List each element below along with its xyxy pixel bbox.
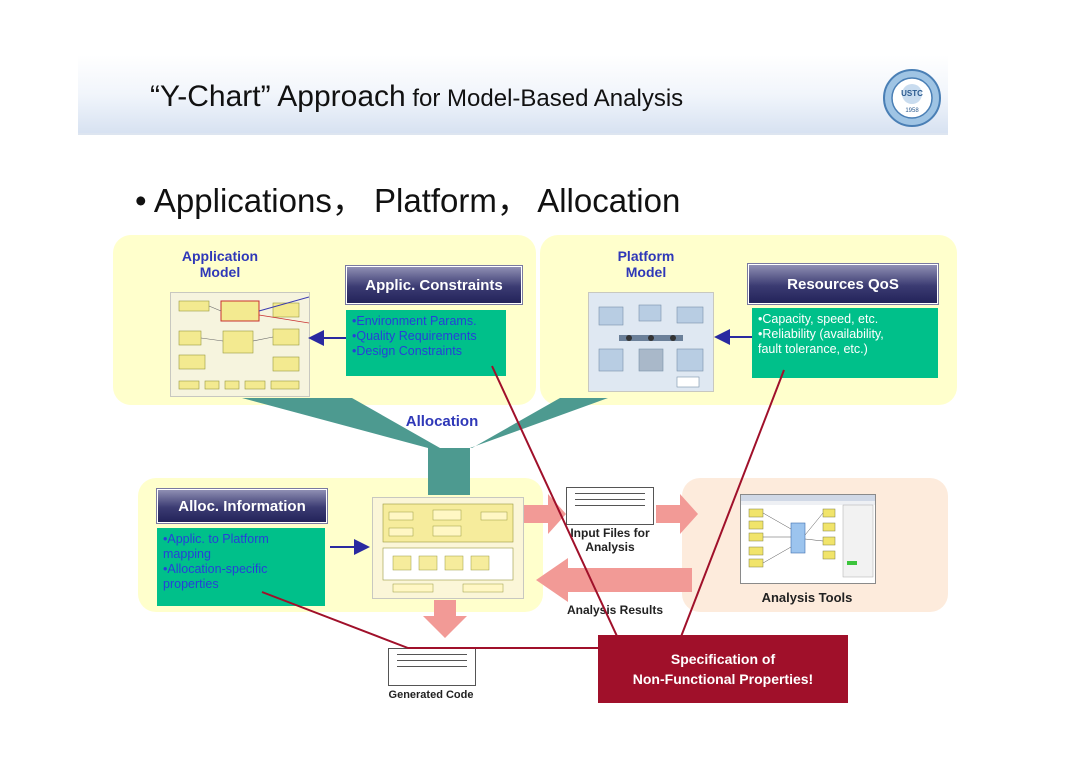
application-model-title: Application Model xyxy=(170,248,270,280)
ustc-logo: USTC 1958 xyxy=(883,69,941,127)
qos-item: •Capacity, speed, etc. xyxy=(758,312,879,326)
slide-title: “Y-Chart” Approach for Model-Based Analy… xyxy=(150,80,683,114)
platform-model-thumbnail xyxy=(588,292,714,392)
line-alloc-to-spec xyxy=(261,591,598,649)
analysis-tools-label: Analysis Tools xyxy=(761,590,853,605)
allocation-label: Allocation xyxy=(405,413,479,430)
logo-text: USTC xyxy=(901,89,923,98)
platform-title-line1: Platform xyxy=(617,248,675,264)
arrow-analysis-results xyxy=(536,558,692,602)
slide-title-sub: for Model-Based Analysis xyxy=(405,85,684,112)
svg-text:1958: 1958 xyxy=(905,108,919,114)
bullet-text: • Applications， Platform， Allocation xyxy=(135,182,681,219)
qos-item: •Reliability (availability, xyxy=(758,327,884,341)
input-files-line2: Analysis xyxy=(585,540,635,554)
input-files-label: Input Files for Analysis xyxy=(550,526,670,554)
arrow-to-generated-code xyxy=(423,600,467,638)
title-band xyxy=(78,55,948,135)
analysis-results-label: Analysis Results xyxy=(566,603,664,617)
platform-model-title: Platform Model xyxy=(596,248,696,280)
alloc-info-item: •Allocation-specific xyxy=(163,562,268,576)
qos-item: fault tolerance, etc.) xyxy=(758,342,868,356)
title-divider xyxy=(78,133,948,135)
spec-line2: Non-Functional Properties! xyxy=(632,671,814,687)
alloc-information-header: Alloc. Information xyxy=(157,489,327,523)
analysis-tools-screenshot xyxy=(740,494,876,584)
alloc-info-item: •Applic. to Platform xyxy=(163,532,269,546)
input-files-document xyxy=(566,487,654,525)
arrow-to-analysis-tools xyxy=(656,494,698,534)
input-files-line1: Input Files for xyxy=(570,526,650,540)
generated-code-document xyxy=(388,648,476,686)
resources-qos-header: Resources QoS xyxy=(748,264,938,304)
constraint-item: •Quality Requirements xyxy=(352,329,477,343)
alloc-info-item: mapping xyxy=(163,547,211,561)
spec-nonfunctional-box: Specification of Non-Functional Properti… xyxy=(598,635,848,703)
allocation-model-thumbnail xyxy=(372,497,524,599)
slide-title-main: “Y-Chart” Approach xyxy=(150,80,406,113)
line-constraints-to-spec xyxy=(491,365,629,661)
alloc-info-item: properties xyxy=(163,577,219,591)
spec-line1: Specification of xyxy=(670,651,776,667)
platform-diagram-icon xyxy=(598,304,704,388)
alloc-information-box: •Applic. to Platform mapping •Allocation… xyxy=(157,528,325,606)
line-qos-to-spec xyxy=(671,369,785,661)
constraint-item: •Environment Params. xyxy=(352,314,477,328)
constraint-item: •Design Constraints xyxy=(352,344,462,358)
application-diagram-icon xyxy=(178,296,310,390)
resources-qos-box: •Capacity, speed, etc. •Reliability (ava… xyxy=(752,308,938,378)
applic-constraints-box: •Environment Params. •Quality Requiremen… xyxy=(346,310,506,376)
applic-constraints-header: Applic. Constraints xyxy=(346,266,522,304)
application-model-thumbnail xyxy=(170,292,310,397)
platform-title-line2: Model xyxy=(625,264,667,280)
allocation-diagram-icon xyxy=(382,503,514,593)
generated-code-label: Generated Code xyxy=(388,689,474,701)
application-title-line1: Application xyxy=(181,248,259,264)
analysis-tool-icon xyxy=(741,495,875,578)
application-title-line2: Model xyxy=(199,264,241,280)
